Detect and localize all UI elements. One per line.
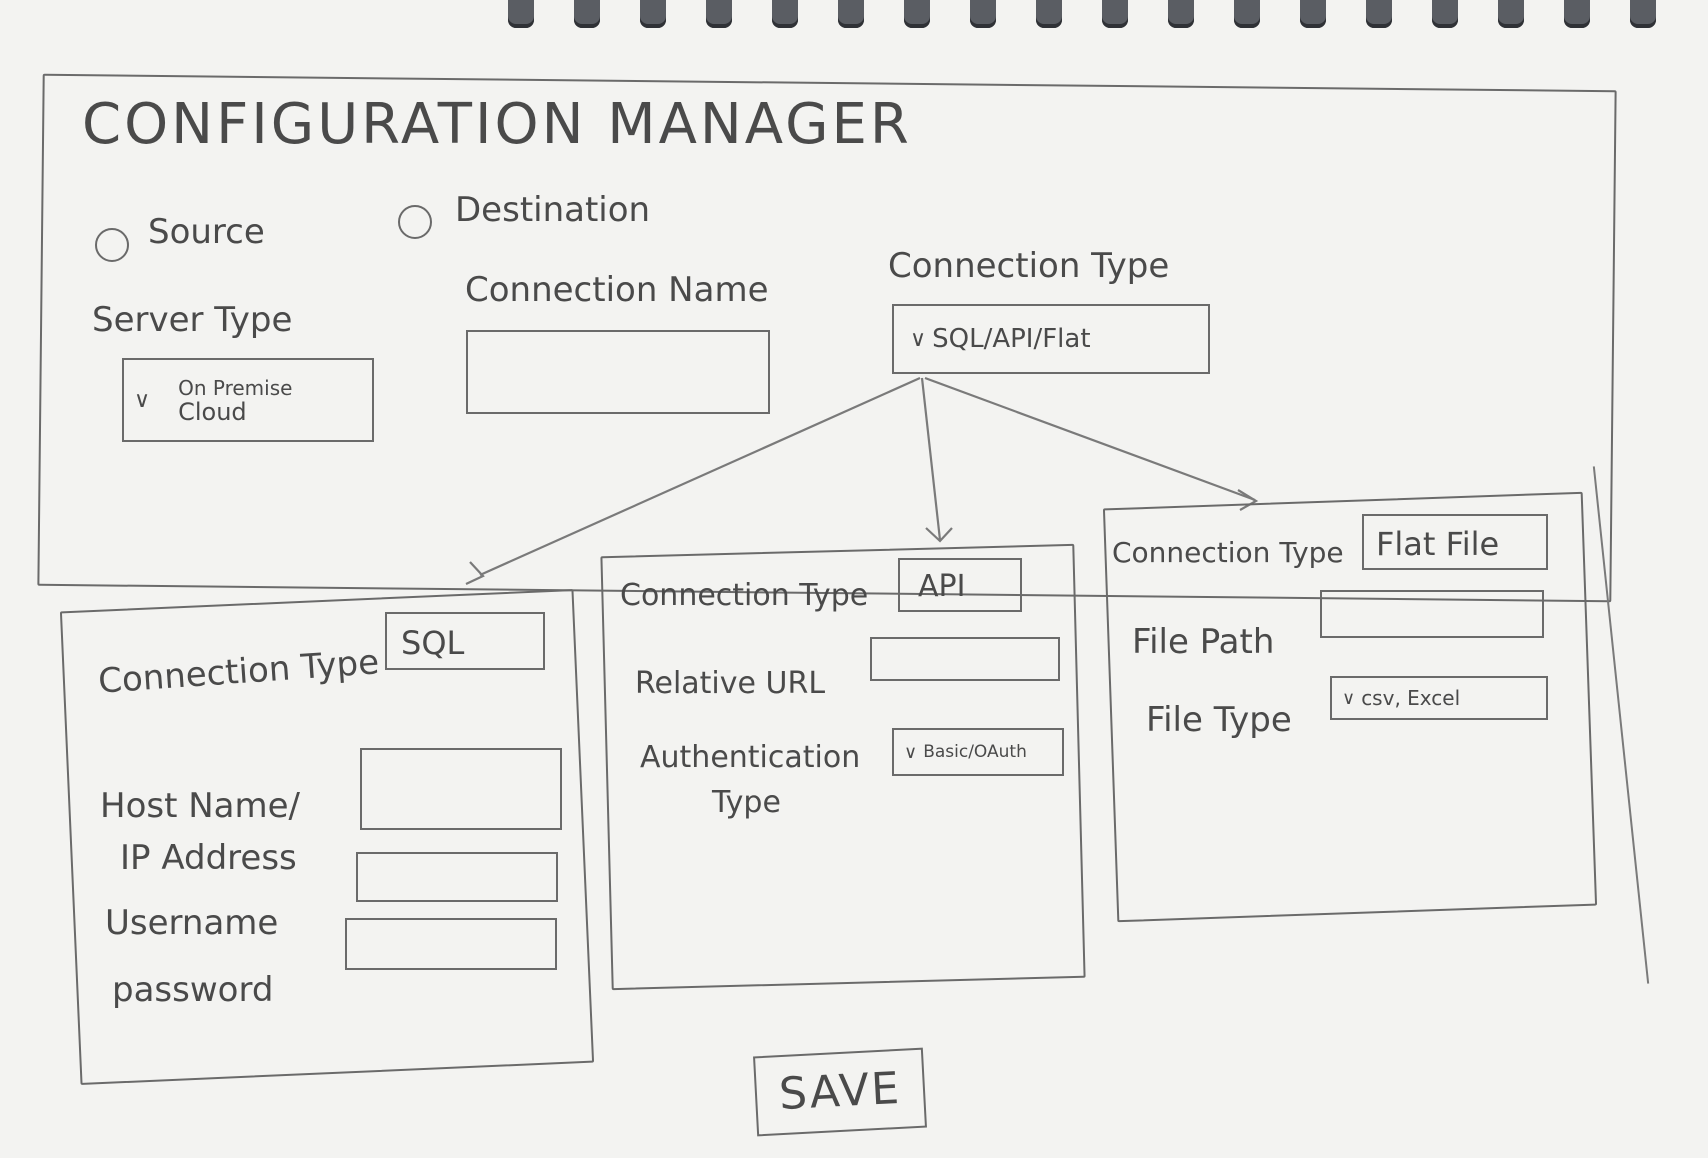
server-option-cloud: Cloud: [178, 398, 247, 426]
authentication-type-select[interactable]: ∨ Basic/OAuth: [892, 728, 1064, 776]
binding-ring: [1366, 0, 1392, 28]
password-input[interactable]: [345, 918, 557, 970]
connection-name-label: Connection Name: [465, 270, 769, 310]
server-type-label: Server Type: [92, 300, 293, 340]
file-path-label: File Path: [1132, 622, 1275, 662]
binding-ring: [1234, 0, 1260, 28]
server-option-on-premise: On Premise: [178, 376, 293, 400]
username-label: Username: [105, 903, 279, 943]
host-name-input[interactable]: [360, 748, 562, 830]
binding-ring: [970, 0, 996, 28]
flat-connection-type-label: Connection Type: [1112, 536, 1344, 569]
save-button[interactable]: SAVE: [753, 1047, 927, 1137]
file-type-label: File Type: [1146, 700, 1292, 740]
chevron-down-icon: ∨: [904, 741, 918, 763]
connection-type-value: SQL/API/Flat: [932, 324, 1091, 354]
binding-ring: [1036, 0, 1062, 28]
api-connection-type-value: API: [898, 558, 1022, 612]
api-connection-type-label: Connection Type: [620, 578, 869, 613]
binding-ring: [640, 0, 666, 28]
destination-radio-label: Destination: [455, 190, 651, 230]
relative-url-input[interactable]: [870, 637, 1060, 681]
host-name-label: Host Name/: [100, 786, 300, 826]
ip-address-label: IP Address: [120, 838, 297, 878]
binding-ring: [772, 0, 798, 28]
chevron-down-icon: ∨: [1342, 687, 1356, 709]
authentication-type-value: Basic/OAuth: [923, 742, 1027, 762]
connection-type-select[interactable]: ∨ SQL/API/Flat: [892, 304, 1210, 374]
server-type-select[interactable]: ∨ On Premise Cloud: [122, 358, 374, 442]
file-path-input[interactable]: [1320, 590, 1544, 638]
binding-ring: [1432, 0, 1458, 28]
authentication-label-line1: Authentication: [640, 740, 861, 775]
file-type-select[interactable]: ∨ csv, Excel: [1330, 676, 1548, 720]
binding-ring: [1630, 0, 1656, 28]
connection-type-label: Connection Type: [888, 246, 1170, 286]
page-title: CONFIGURATION MANAGER: [82, 92, 912, 157]
binding-ring: [706, 0, 732, 28]
chevron-down-icon: ∨: [134, 387, 151, 413]
password-label: password: [112, 970, 274, 1010]
binding-ring: [574, 0, 600, 28]
flat-connection-type-value: Flat File: [1362, 514, 1548, 570]
source-radio-label: Source: [148, 212, 265, 252]
binding-ring: [1168, 0, 1194, 28]
authentication-label-line2: Type: [712, 785, 781, 820]
username-input[interactable]: [356, 852, 558, 902]
binding-ring: [838, 0, 864, 28]
destination-radio[interactable]: [398, 205, 432, 239]
binding-ring: [1300, 0, 1326, 28]
relative-url-label: Relative URL: [635, 666, 826, 701]
binding-ring: [1564, 0, 1590, 28]
binding-ring: [1102, 0, 1128, 28]
chevron-down-icon: ∨: [910, 326, 927, 352]
binding-ring: [508, 0, 534, 28]
binding-ring: [1498, 0, 1524, 28]
file-type-value: csv, Excel: [1361, 686, 1461, 710]
binding-ring: [904, 0, 930, 28]
sql-connection-type-value: SQL: [385, 612, 545, 670]
source-radio[interactable]: [95, 228, 129, 262]
connection-name-input[interactable]: [466, 330, 770, 414]
